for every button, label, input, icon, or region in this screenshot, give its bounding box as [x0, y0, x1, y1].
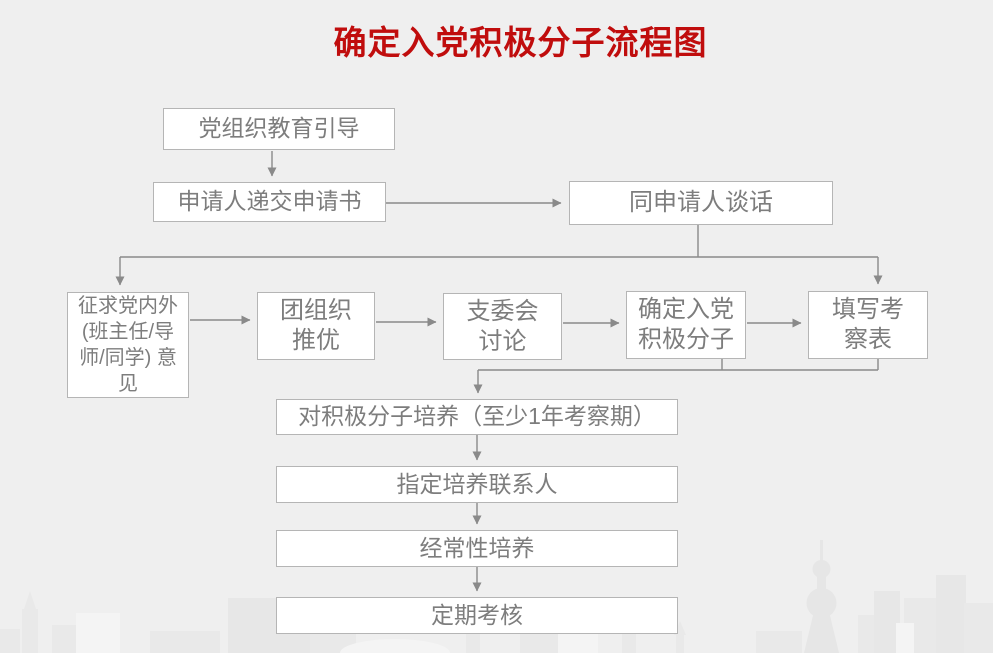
flow-node-talk-with-applicant: 同申请人谈话	[569, 181, 833, 225]
flow-node-label: 申请人递交申请书	[177, 188, 362, 215]
flow-node-periodic-assessment: 定期考核	[276, 597, 678, 634]
flow-node-league-recommendation: 团组织 推优	[257, 292, 375, 360]
flow-node-seek-opinions: 征求党内外 (班主任/导 师/同学) 意 见	[67, 292, 189, 398]
flow-node-cultivate-activists: 对积极分子培养（至少1年考察期）	[276, 399, 678, 435]
flow-node-confirm-activist: 确定入党 积极分子	[626, 291, 746, 359]
flow-node-label: 支委会 讨论	[466, 297, 539, 355]
flow-node-label: 确定入党 积极分子	[638, 296, 734, 353]
flow-node-label: 征求党内外 (班主任/导 师/同学) 意 见	[78, 295, 178, 395]
flow-node-submit-application: 申请人递交申请书	[153, 182, 386, 222]
flow-node-branch-committee-discussion: 支委会 讨论	[443, 293, 562, 360]
flow-node-label: 填写考 察表	[832, 296, 904, 353]
flow-node-label: 指定培养联系人	[396, 470, 558, 497]
flow-node-party-education: 党组织教育引导	[163, 108, 395, 150]
flow-node-label: 对积极分子培养（至少1年考察期）	[298, 403, 656, 430]
flow-node-label: 同申请人谈话	[629, 189, 773, 216]
flow-node-regular-cultivation: 经常性培养	[276, 530, 678, 567]
flow-node-label: 团组织 推优	[280, 297, 352, 354]
flow-node-fill-observation-form: 填写考 察表	[808, 291, 928, 359]
flow-node-label: 党组织教育引导	[198, 115, 360, 142]
flow-node-label: 定期考核	[431, 601, 523, 628]
flow-node-assign-contacts: 指定培养联系人	[276, 466, 678, 503]
flow-node-label: 经常性培养	[419, 534, 535, 561]
page-title: 确定入党积极分子流程图	[333, 24, 708, 61]
